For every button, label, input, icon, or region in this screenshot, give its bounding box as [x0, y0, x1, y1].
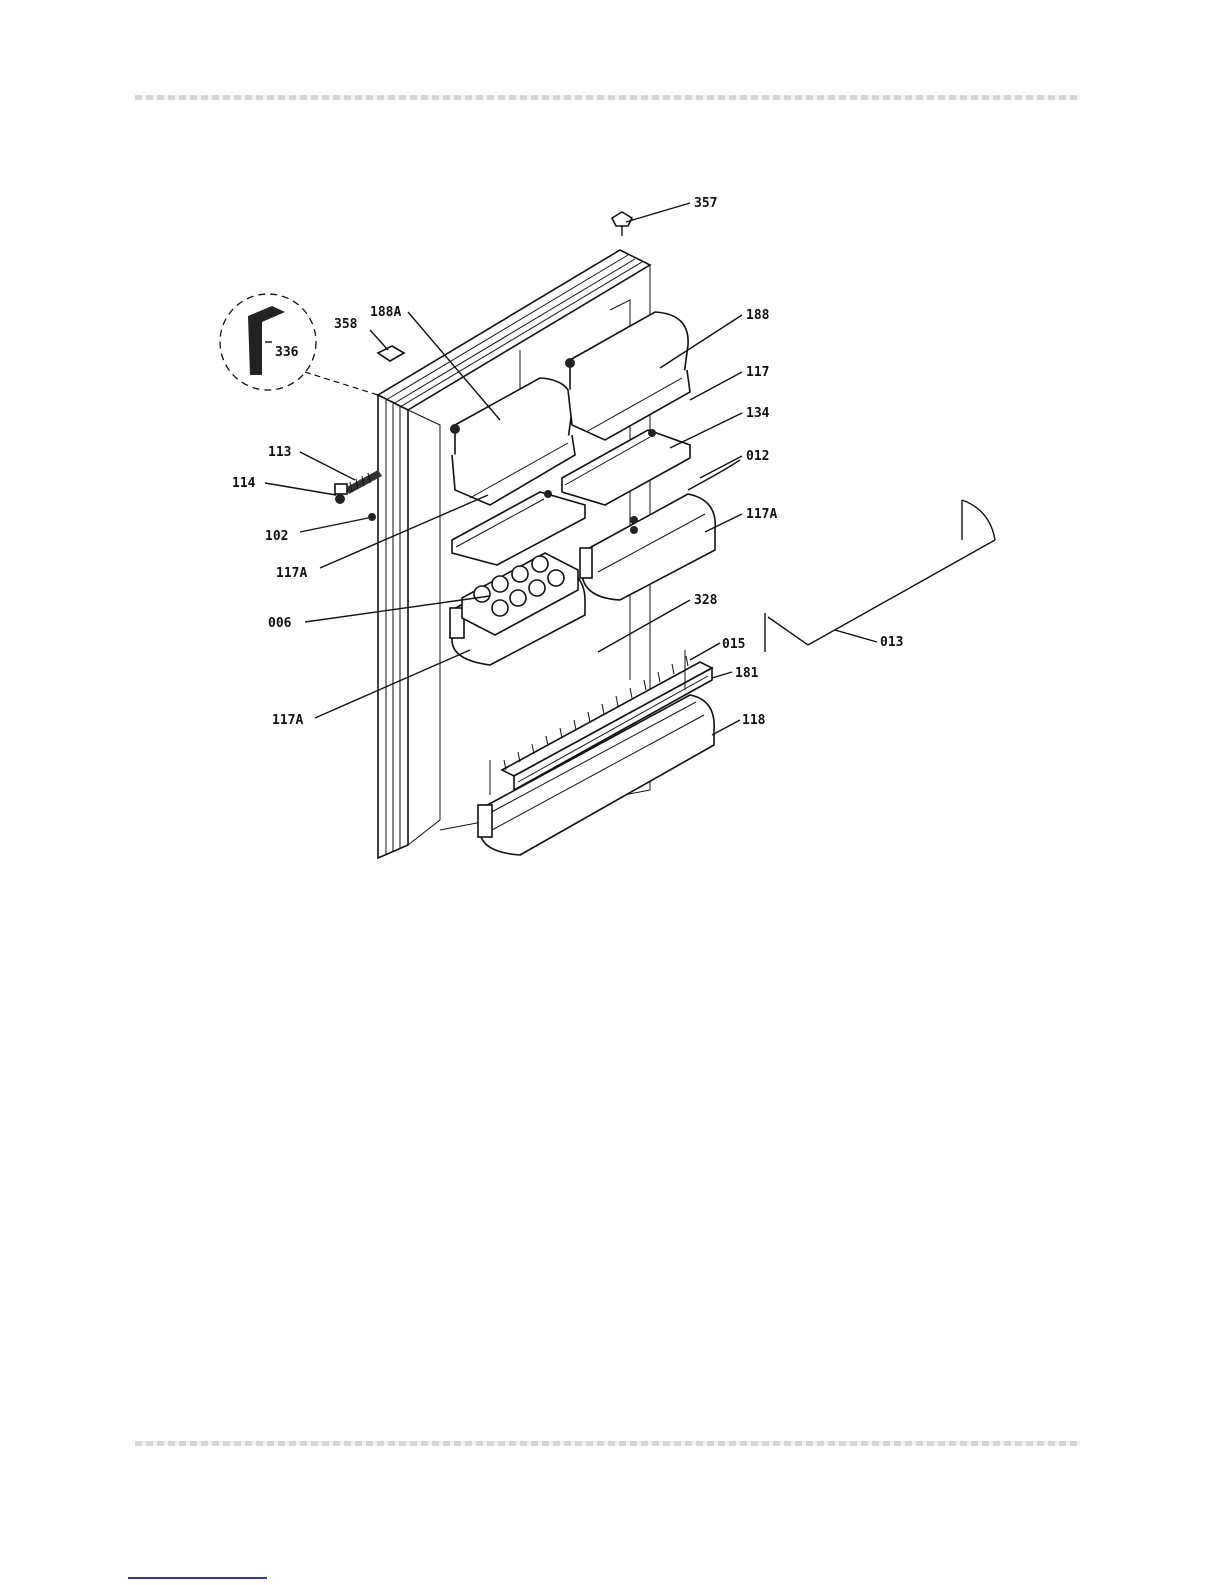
callout-181: 181: [735, 666, 759, 681]
footer-dashed-rule: [135, 1441, 1080, 1446]
guard-012: [688, 460, 740, 490]
callout-117a-left: 117A: [276, 566, 307, 581]
bin-117a-right: [580, 494, 715, 600]
callout-328: 328: [694, 593, 718, 608]
callout-117a-bottom: 117A: [272, 713, 303, 728]
callout-117: 117: [746, 365, 769, 380]
egg-tray-006: [450, 553, 585, 665]
part-102: [368, 513, 376, 521]
callout-015: 015: [722, 637, 745, 652]
callout-117a-right: 117A: [746, 507, 777, 522]
bin-188: [565, 312, 690, 440]
callout-013: 013: [880, 635, 903, 650]
callout-114: 114: [232, 476, 256, 491]
hinge-113-114: [335, 470, 382, 504]
callout-102: 102: [265, 529, 288, 544]
strip-013: [765, 500, 995, 652]
part-358: [378, 346, 404, 361]
callout-357: 357: [694, 196, 717, 211]
part-336-detail: [220, 294, 378, 395]
callout-labels: 357 188A 188 358 336 117 134 012 113 114…: [232, 196, 903, 728]
shelf-134: [562, 429, 690, 505]
callout-188: 188: [746, 308, 770, 323]
callout-134: 134: [746, 406, 770, 421]
callout-336: 336: [275, 345, 299, 360]
footer-link-underline: [128, 1577, 267, 1579]
part-357: [612, 212, 632, 236]
bin-188a: [450, 378, 575, 505]
callout-113: 113: [268, 445, 291, 460]
callout-006: 006: [268, 616, 292, 631]
callout-118: 118: [742, 713, 766, 728]
callout-012: 012: [746, 449, 769, 464]
callout-358: 358: [334, 317, 358, 332]
callout-188a: 188A: [370, 305, 401, 320]
